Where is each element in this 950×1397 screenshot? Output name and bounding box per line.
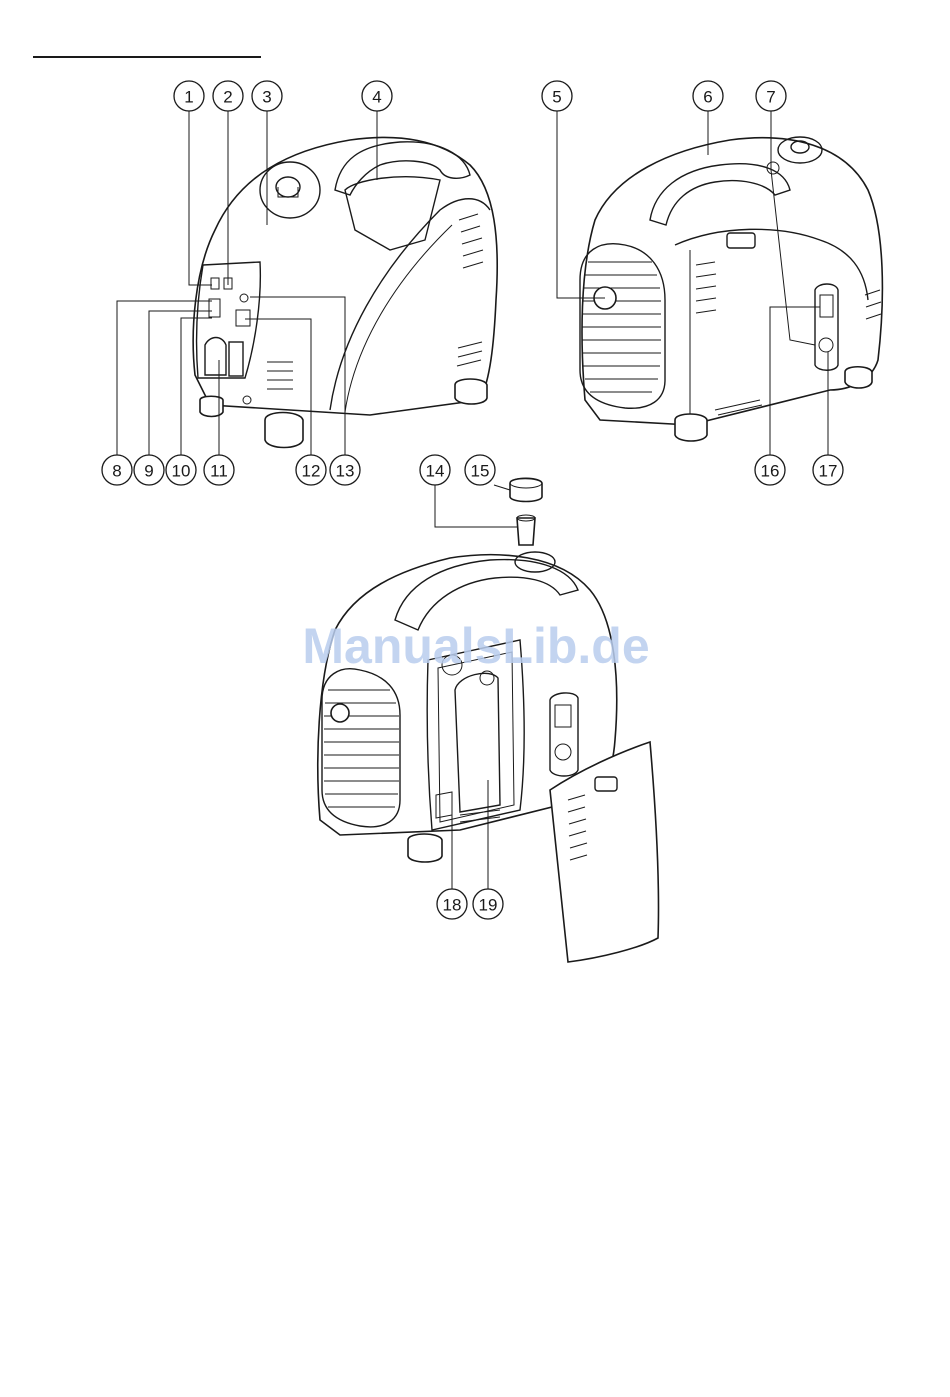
callout-6: 6 [693, 81, 723, 111]
callout-label: 3 [262, 88, 271, 107]
callout-1: 1 [174, 81, 204, 111]
callout-label: 8 [112, 462, 121, 481]
callout-4: 4 [362, 81, 392, 111]
callout-12: 12 [296, 455, 326, 485]
callout-11: 11 [204, 455, 234, 485]
callout-label: 9 [144, 462, 153, 481]
callout-label: 17 [819, 462, 838, 481]
callout-label: 11 [210, 462, 228, 481]
callout-label: 6 [703, 88, 712, 107]
callout-18: 18 [437, 889, 467, 919]
callout-19: 19 [473, 889, 503, 919]
callout-5: 5 [542, 81, 572, 111]
callout-label: 1 [184, 88, 193, 107]
callout-label: 13 [336, 462, 355, 481]
callout-2: 2 [213, 81, 243, 111]
callout-label: 15 [471, 462, 490, 481]
callout-label: 14 [426, 462, 445, 481]
callout-13: 13 [330, 455, 360, 485]
callout-15: 15 [465, 455, 495, 485]
callout-label: 4 [372, 88, 381, 107]
watermark-text: ManualsLib.de [302, 618, 649, 674]
callout-3: 3 [252, 81, 282, 111]
callout-14: 14 [420, 455, 450, 485]
callout-label: 18 [443, 896, 462, 915]
callout-label: 5 [552, 88, 561, 107]
callout-label: 12 [302, 462, 321, 481]
callout-7: 7 [756, 81, 786, 111]
callout-9: 9 [134, 455, 164, 485]
callout-17: 17 [813, 455, 843, 485]
callout-16: 16 [755, 455, 785, 485]
callout-10: 10 [166, 455, 196, 485]
generator-rear-view [580, 137, 882, 441]
callout-label: 7 [766, 88, 775, 107]
callout-label: 16 [761, 462, 780, 481]
callout-8: 8 [102, 455, 132, 485]
callout-label: 2 [223, 88, 232, 107]
callout-label: 10 [172, 462, 191, 481]
callout-label: 19 [479, 896, 498, 915]
